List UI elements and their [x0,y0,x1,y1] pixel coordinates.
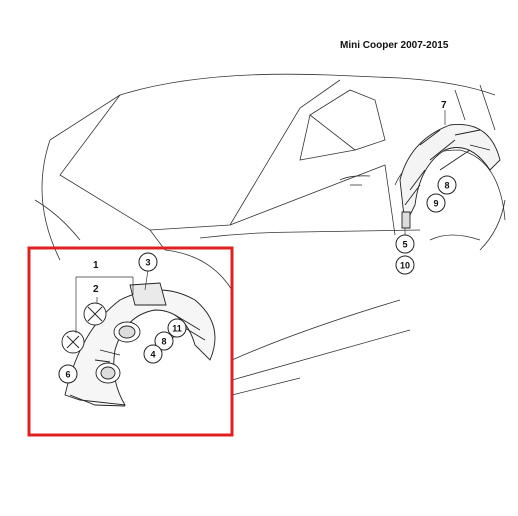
highlight-box [27,246,234,437]
callout-3-badge: 3 [138,252,158,272]
callout-8a: 8 [161,337,166,347]
callout-6: 6 [65,370,70,380]
callout-5-badge: 5 [395,234,415,254]
callout-9: 9 [433,199,438,209]
callout-circles: 3 11 8 4 6 8 9 [58,175,457,384]
callout-11: 11 [172,324,182,334]
front-wheel-arch-liner [64,282,216,407]
callout-2: 2 [93,284,99,295]
callout-4: 4 [150,350,155,360]
callout-9-badge: 9 [426,193,446,213]
callout-labels: 1 2 7 [93,100,447,295]
callout-6-badge: 6 [58,364,78,384]
callout-1: 1 [93,260,99,271]
rear-wheel-arch-liner [399,123,501,229]
callout-7: 7 [441,100,447,111]
callout-10: 10 [400,261,410,271]
clip-part-6 [61,330,85,354]
car-outline [34,73,506,396]
callout-8a-badge: 8 [154,331,174,351]
callout-8b-badge: 8 [437,175,457,195]
callout-3: 3 [145,258,150,268]
callout-5: 5 [402,240,407,250]
clip-part-2 [83,302,107,326]
callout-11-badge: 11 [167,318,187,338]
callout-10-badge: 10 [395,255,415,275]
callout-4-badge: 4 [143,344,163,364]
diagram-title: Mini Cooper 2007-2015 [340,40,449,51]
callout-8b: 8 [444,181,449,191]
